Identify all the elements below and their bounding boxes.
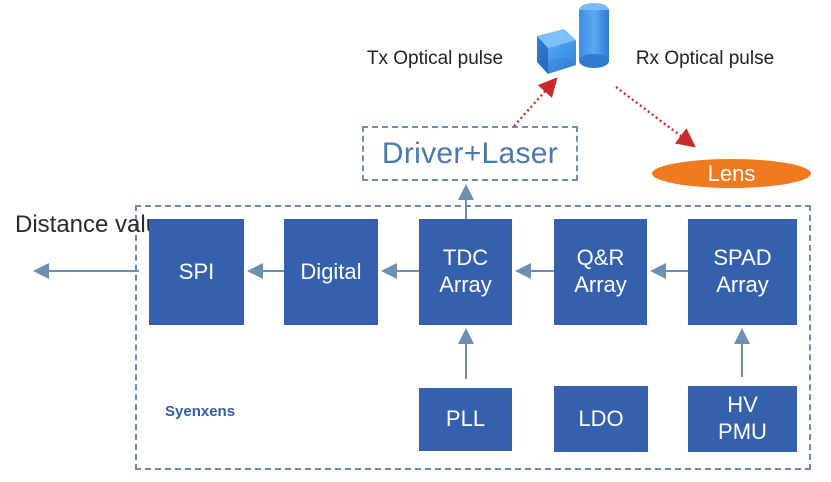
ldo-block: LDO bbox=[554, 386, 648, 452]
cube-icon bbox=[537, 29, 576, 74]
pll-block: PLL bbox=[419, 388, 512, 451]
rx-optical-pulse-label: Rx Optical pulse bbox=[635, 48, 775, 69]
tx-optical-pulse-label: Tx Optical pulse bbox=[366, 48, 504, 69]
hv-pmu-block: HV PMU bbox=[688, 386, 797, 452]
brand-label: Syenxens bbox=[165, 403, 236, 420]
spi-block: SPI bbox=[149, 219, 244, 325]
tdc-array-label: TDC Array bbox=[439, 245, 492, 297]
digital-block: Digital bbox=[284, 219, 378, 325]
outer-module-frame bbox=[135, 205, 811, 470]
spad-array-label: SPAD Array bbox=[713, 245, 772, 297]
spad-array-block: SPAD Array bbox=[688, 219, 797, 325]
spi-label: SPI bbox=[178, 258, 215, 284]
rx-pulse-arrow bbox=[615, 86, 696, 148]
tdc-array-block: TDC Array bbox=[419, 219, 512, 325]
ldo-label: LDO bbox=[578, 405, 624, 431]
driver-laser-box bbox=[362, 126, 578, 181]
digital-label: Digital bbox=[300, 258, 362, 284]
driver-laser-label: Driver+Laser bbox=[381, 136, 559, 170]
lens-shape bbox=[652, 159, 811, 188]
qr-array-block: Q&R Array bbox=[554, 219, 647, 325]
tx-pulse-arrow bbox=[513, 77, 558, 127]
hv-pmu-label: HV PMU bbox=[718, 392, 767, 444]
qr-array-label: Q&R Array bbox=[574, 245, 627, 297]
lens-label: Lens bbox=[707, 160, 756, 186]
cylinder-icon bbox=[579, 3, 609, 68]
pll-label: PLL bbox=[445, 406, 486, 432]
